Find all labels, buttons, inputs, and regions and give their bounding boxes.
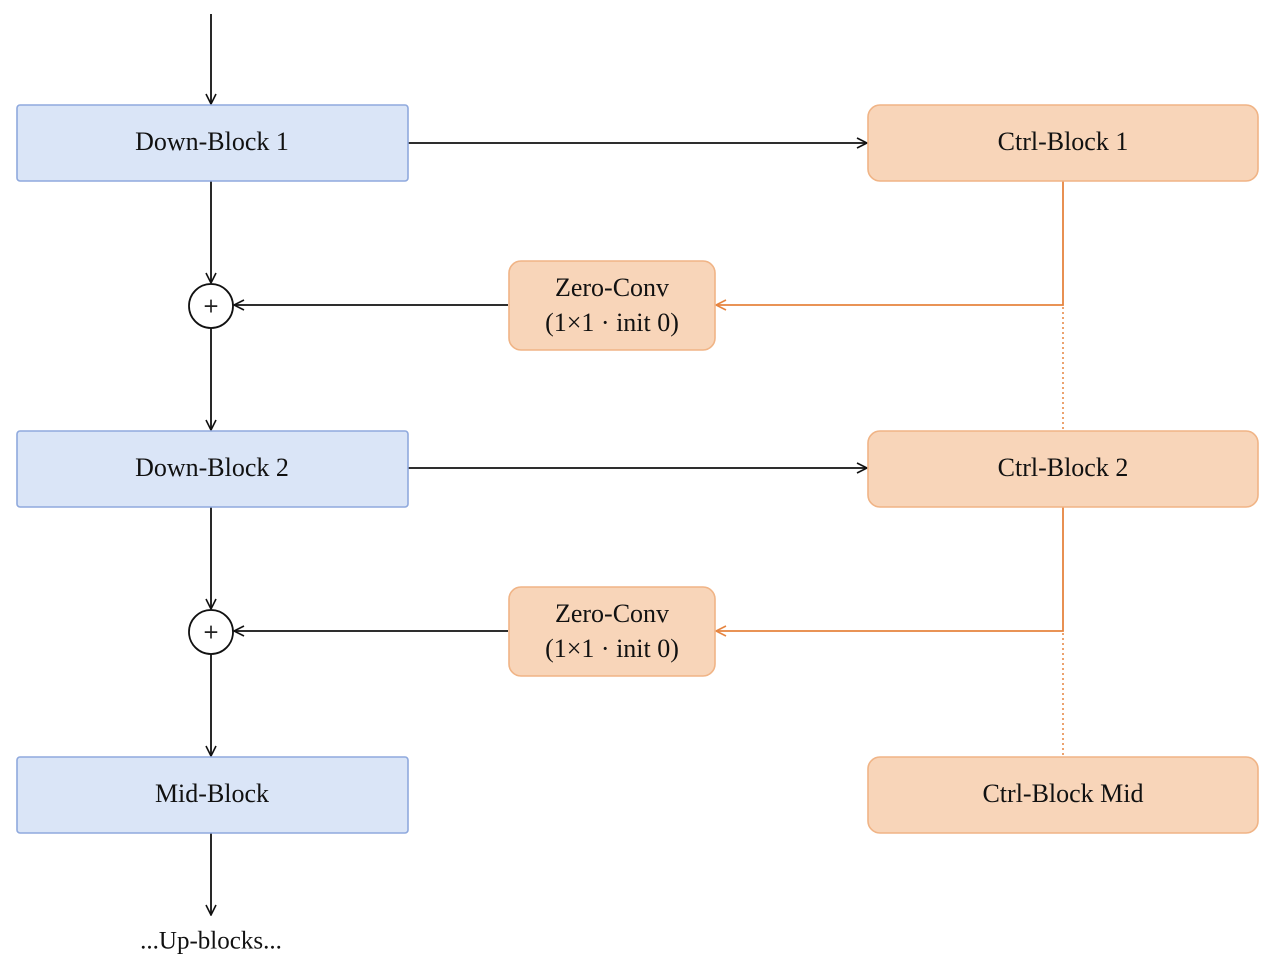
ctrl-block-mid: Ctrl-Block Mid [867, 756, 1259, 834]
zero-conv-2-params: (1×1 · init 0) [545, 634, 679, 663]
down-block-1-label: Down-Block 1 [135, 127, 289, 156]
zero-conv-1-title: Zero-Conv [555, 273, 669, 302]
ctrl2-to-zc2-arrow [716, 507, 1064, 631]
down-block-2: Down-Block 2 [16, 430, 409, 508]
up-blocks-label: ...Up-blocks... [140, 928, 282, 955]
zero-conv-1-params: (1×1 · init 0) [545, 308, 679, 337]
ctrl-block-1-label: Ctrl-Block 1 [998, 127, 1129, 156]
ctrl1-to-zc1-arrow [716, 181, 1064, 305]
ctrl-block-2-label: Ctrl-Block 2 [998, 453, 1129, 482]
mid-block-label: Mid-Block [155, 779, 269, 808]
ctrl-block-1: Ctrl-Block 1 [867, 104, 1259, 182]
adder-1-plus-icon: + [203, 294, 220, 318]
zero-conv-1: Zero-Conv (1×1 · init 0) [508, 260, 716, 351]
down-block-2-label: Down-Block 2 [135, 453, 289, 482]
mid-block: Mid-Block [16, 756, 409, 834]
zero-conv-2-title: Zero-Conv [555, 599, 669, 628]
ctrl-block-2: Ctrl-Block 2 [867, 430, 1259, 508]
adder-1: + [188, 283, 234, 329]
down-block-1: Down-Block 1 [16, 104, 409, 182]
adder-2-plus-icon: + [203, 620, 220, 644]
adder-2: + [188, 609, 234, 655]
zero-conv-2: Zero-Conv (1×1 · init 0) [508, 586, 716, 677]
ctrl-block-mid-label: Ctrl-Block Mid [982, 779, 1143, 808]
